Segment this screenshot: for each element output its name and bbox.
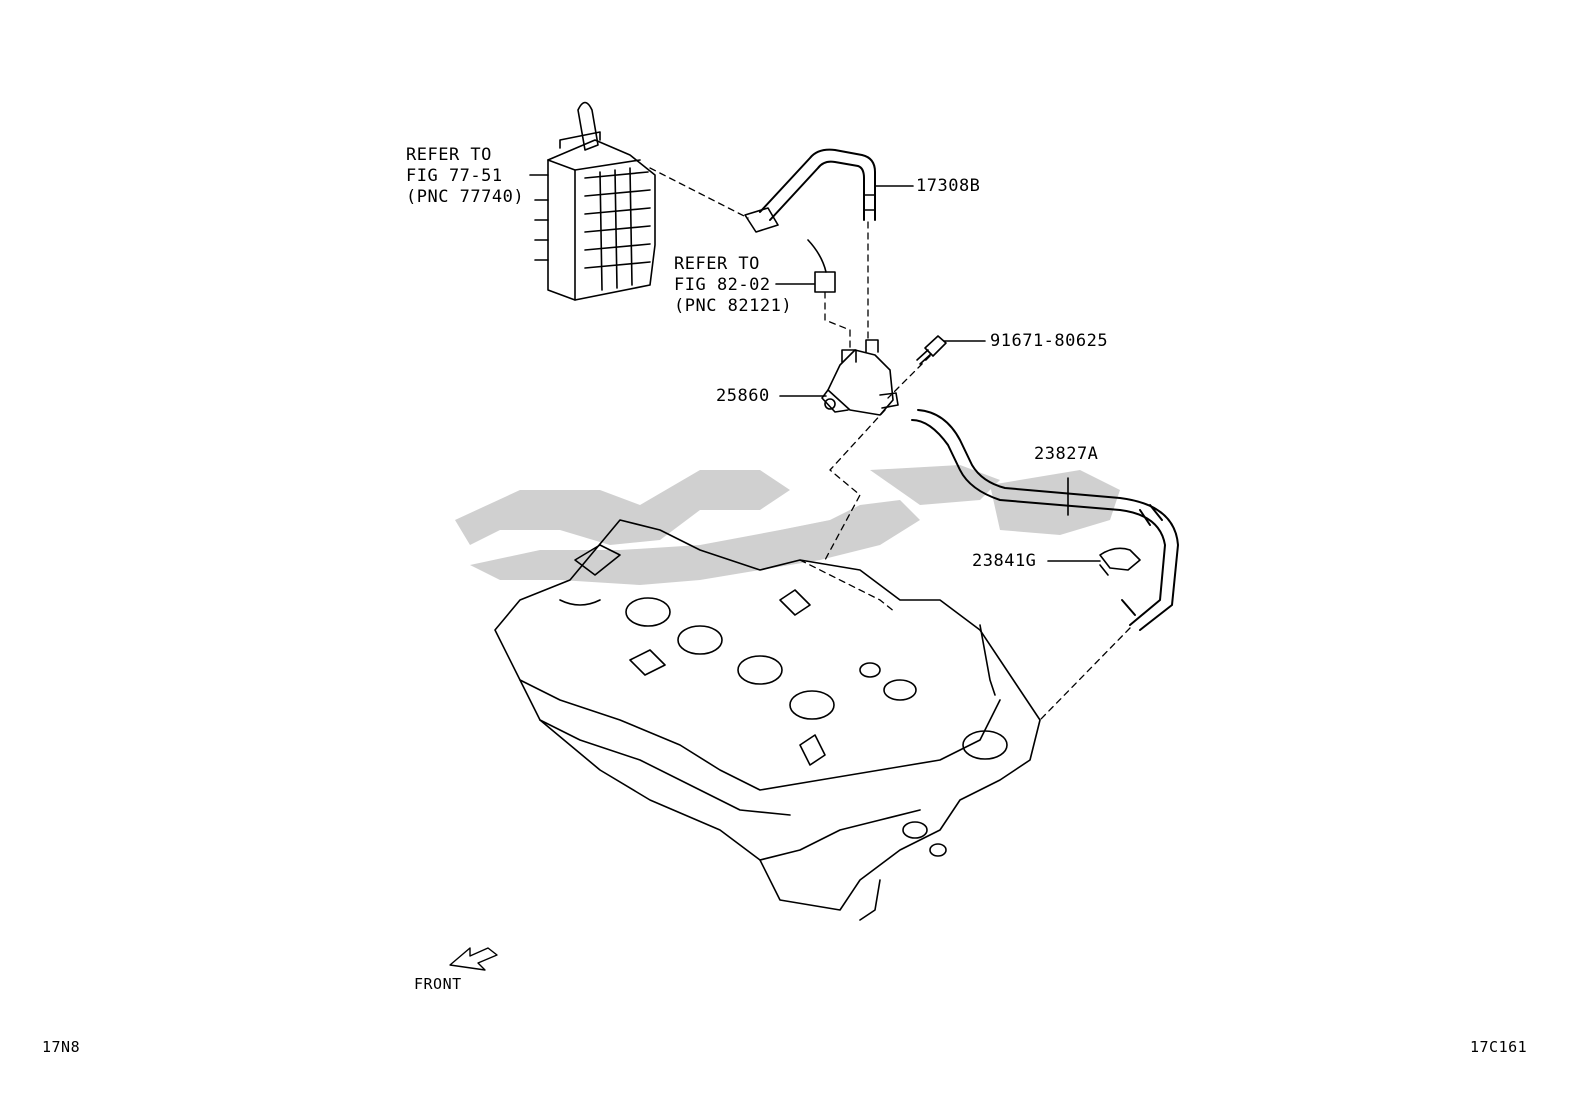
refer-canister-label: REFER TO FIG 77-51 (PNC 77740) (406, 145, 524, 208)
page-code-right: 17C161 (1470, 1038, 1528, 1056)
callout-91671-80625: 91671-80625 (990, 331, 1109, 351)
callout-23841g: 23841G (972, 551, 1037, 571)
hose-17308b (744, 148, 876, 233)
refer-canister-line1: REFER TO (406, 145, 492, 165)
vsv-25860 (821, 339, 899, 416)
refer-harness-line1: REFER TO (674, 254, 760, 274)
front-label: FRONT (414, 975, 462, 993)
leader-lines (529, 174, 1101, 562)
bolt-91671-80625 (916, 335, 947, 365)
front-arrow-icon (449, 947, 498, 971)
hose-23827a (911, 409, 1179, 631)
refer-canister-line2: FIG 77-51 (406, 166, 503, 186)
harness-connector (807, 239, 836, 293)
charcoal-canister (534, 101, 656, 301)
refer-harness-line2: FIG 82-02 (674, 275, 771, 295)
clamp-23841g (1099, 547, 1141, 576)
cylinder-head (494, 519, 1041, 921)
callout-25860: 25860 (716, 386, 770, 406)
page-code-left: 17N8 (42, 1038, 81, 1056)
callout-17308b: 17308B (916, 176, 981, 196)
watermark-logo (455, 465, 1120, 585)
dashed-guides (649, 167, 1131, 721)
callout-23827a: 23827A (1034, 444, 1099, 464)
refer-canister-line3: (PNC 77740) (406, 187, 525, 207)
line-art (449, 101, 1179, 971)
refer-harness-label: REFER TO FIG 82-02 (PNC 82121) (674, 254, 792, 317)
refer-harness-line3: (PNC 82121) (674, 296, 793, 316)
